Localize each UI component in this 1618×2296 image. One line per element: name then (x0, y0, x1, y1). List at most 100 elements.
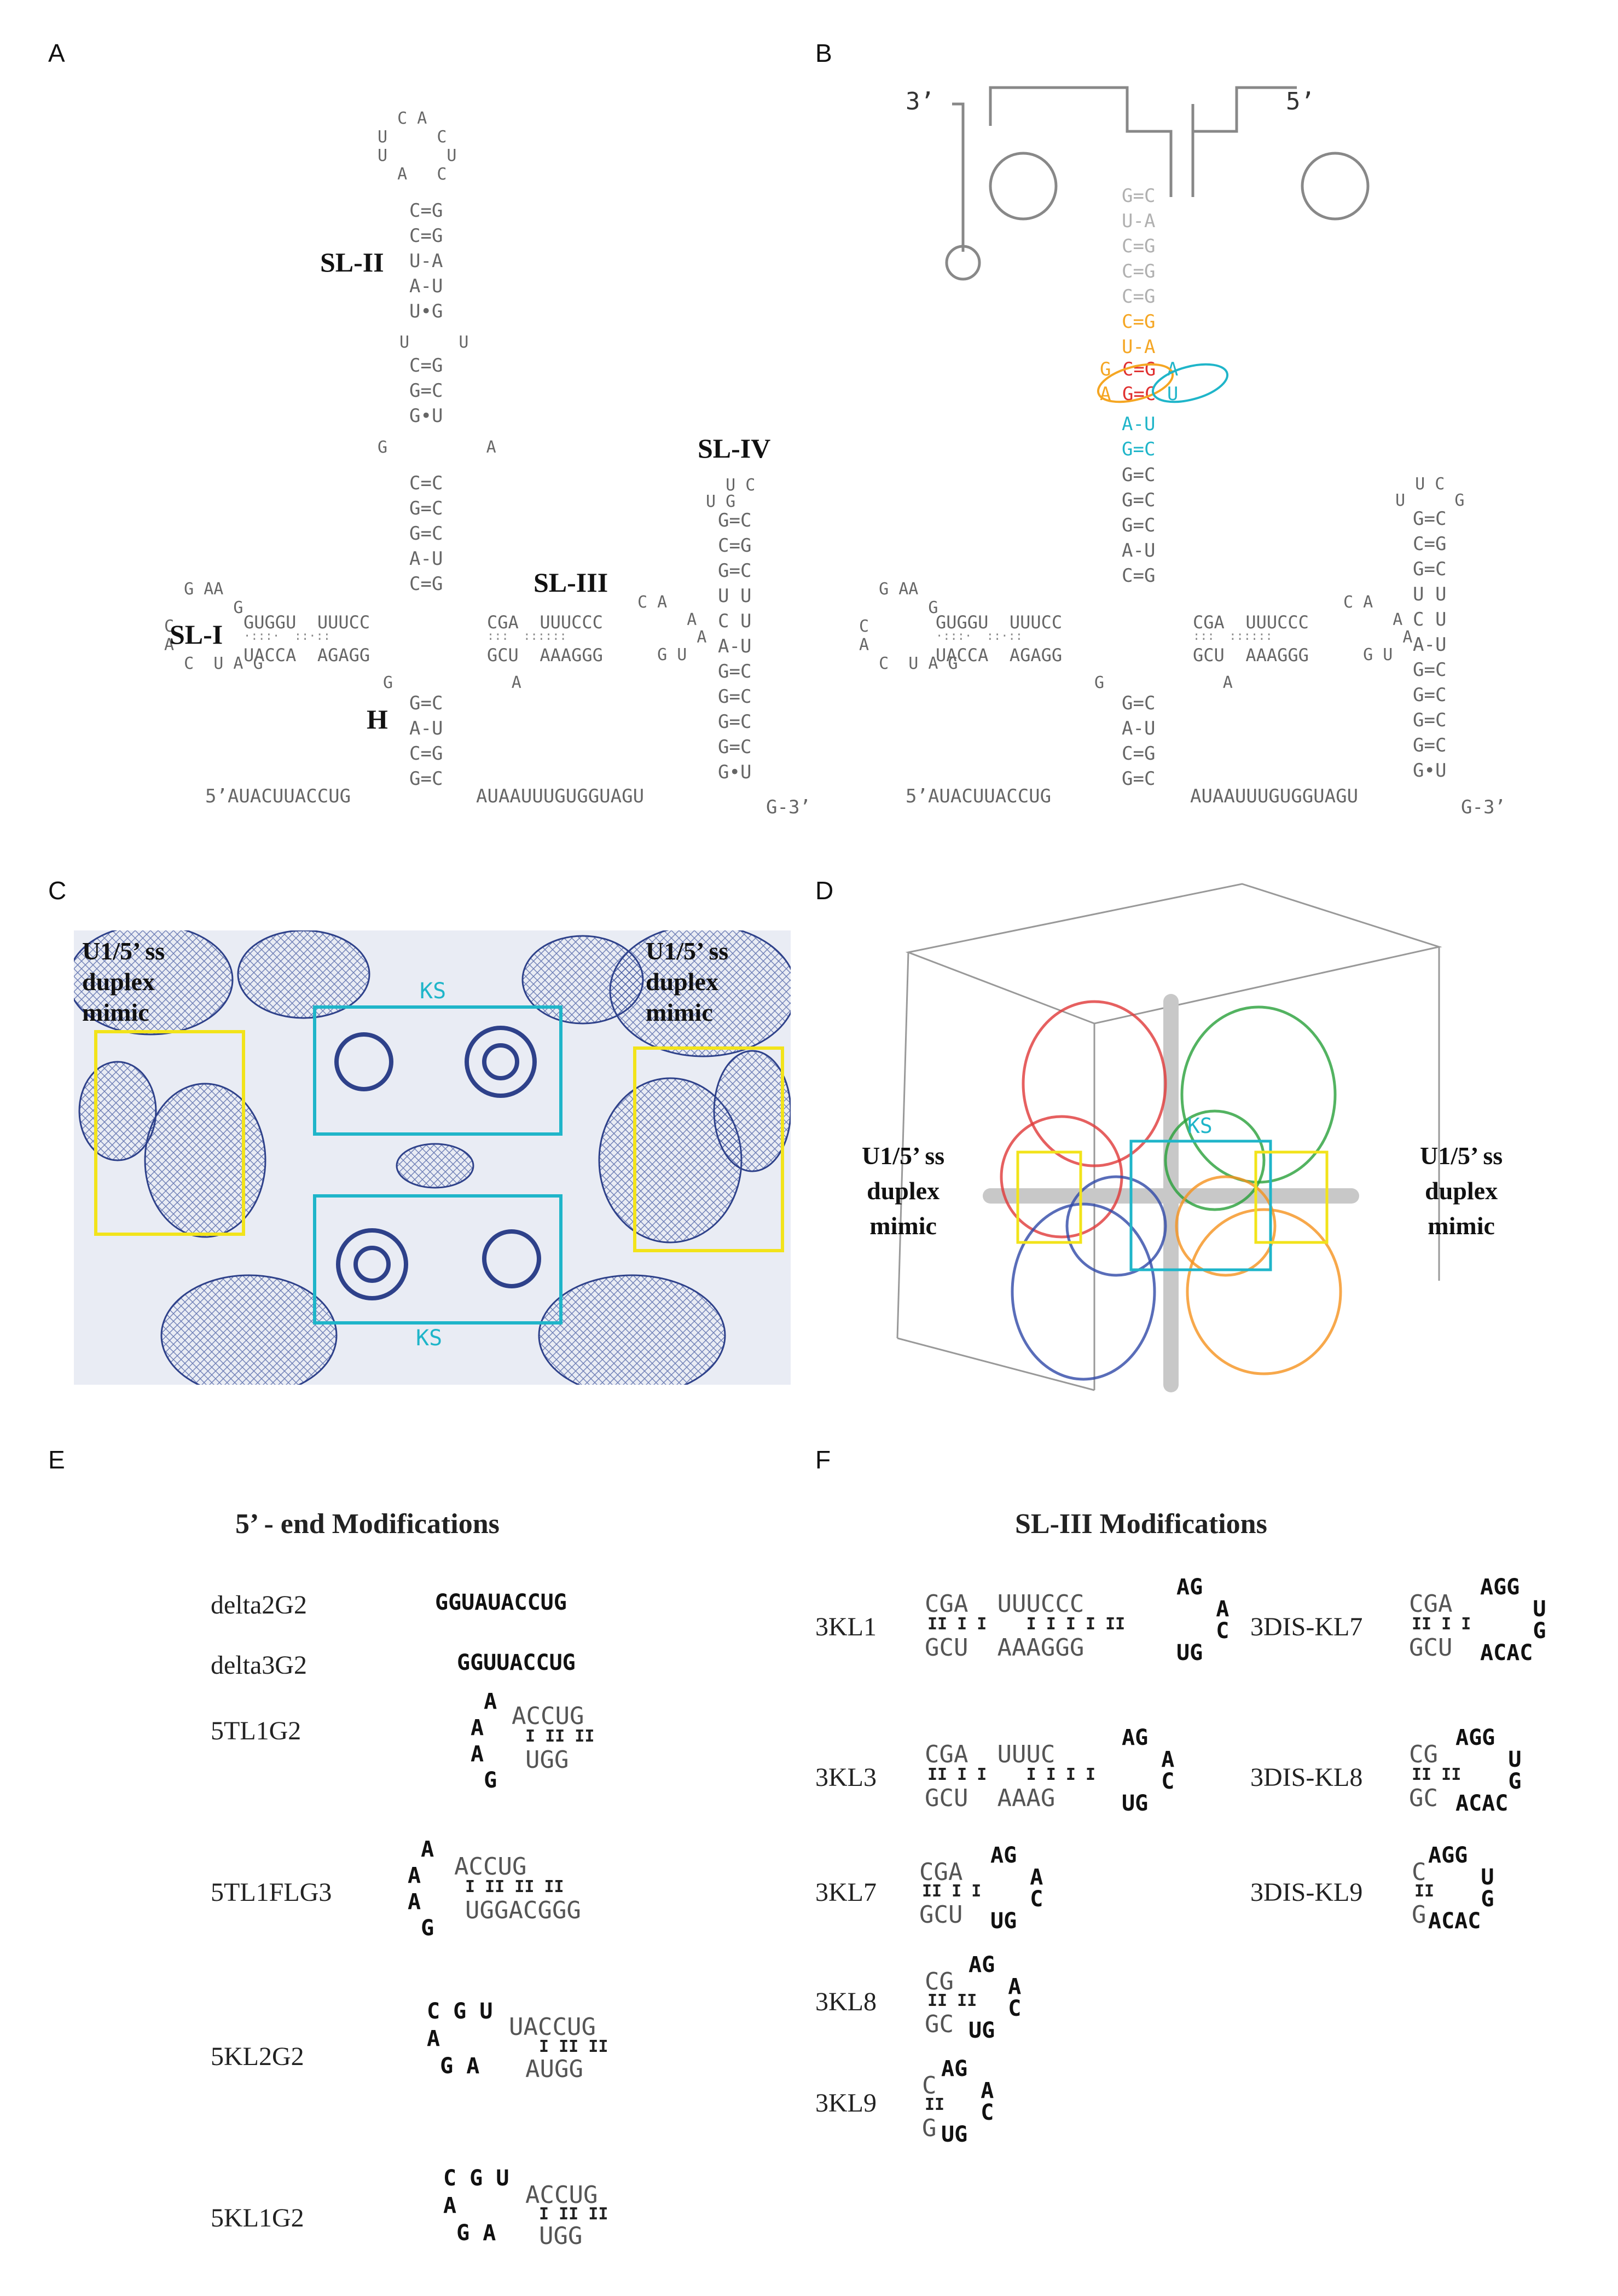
panel-letter-a: A (48, 39, 65, 67)
f-top-3dis-kl7: CGA (1409, 1590, 1453, 1618)
sl3-bot: GCU AAAGGG (487, 645, 603, 666)
panel-e-title: 5’ - end Modifications (235, 1508, 500, 1540)
e-name-5tl1g2: 5TL1G2 (211, 1716, 301, 1745)
sl1-bot: UACCA AGAGG (243, 645, 370, 666)
b-sl4-stem: G=C C=G G=C U U C U A-U G=C G=C G=C G=C … (1413, 508, 1447, 782)
seq-middle: AUAAUUUGUGGUAGU (476, 785, 645, 807)
panel-d: KS U1/5’ ss duplex mimic U1/5’ ss duplex… (810, 865, 1618, 1412)
label-sl4: SL-IV (698, 433, 771, 464)
b-sl3-pairs: ::: :::::: (1193, 629, 1273, 643)
e-top-5tl1flg3: ACCUG (454, 1853, 527, 1881)
sl3-loop: C A A A G U (637, 593, 707, 664)
label-h: H (367, 704, 388, 735)
f-name-3kl9: 3KL9 (815, 2089, 877, 2118)
f-bot-3kl1: GCU AAAGGG (925, 1634, 1085, 1662)
h-stem: G=C A-U C=G G=C (409, 692, 443, 790)
b-sl3-top: CGA UUUCCC (1193, 612, 1309, 633)
b-seq-5prime: 5’AUACUUACCUG (906, 785, 1052, 807)
b-sl3-loop: C A A A G U (1343, 593, 1413, 664)
f-bot-3kl7: GCU (919, 1901, 963, 1929)
e-top-5tl1g2: ACCUG (512, 1702, 584, 1730)
f-loop-3dis-kl9: AGG U G ACAC (1428, 1843, 1494, 1934)
label-sl3: SL-III (533, 567, 608, 598)
seq-3prime: G-3’ (766, 796, 811, 818)
sl2-bulge-u: U U (399, 333, 469, 352)
f-top-3kl7: CGA (919, 1858, 963, 1886)
b-stem-cyan: A-U G=C (1122, 413, 1156, 460)
e-loop-5tl1g2: A A A G (471, 1689, 497, 1793)
d-label-mimic-right: U1/5’ ss duplex mimic (1420, 1142, 1503, 1240)
b-h-bulge: G A (1094, 673, 1233, 692)
c-label-mimic-right: U1/5’ ss duplex mimic (646, 937, 729, 1026)
e-pairs-5kl2g2: I II II (539, 2037, 608, 2056)
e-name-5kl1g2: 5KL1G2 (211, 2204, 304, 2233)
b-seq-middle: AUAAUUUGUGGUAGU (1190, 785, 1359, 807)
f-name-3kl1: 3KL1 (815, 1612, 877, 1641)
f-name-3kl3: 3KL3 (815, 1763, 877, 1792)
sl2-stem-lower: C=G G=C G•U (409, 355, 443, 427)
f-name-3dis-kl8: 3DIS-KL8 (1250, 1763, 1363, 1792)
b-sl1-top: GUGGU UUUCC (936, 612, 1063, 633)
b-kiss-loops (1097, 363, 1229, 403)
b-h-stem: G=C A-U C=G G=C (1122, 692, 1156, 790)
b-stem-lower: G=C G=C G=C A-U C=G (1122, 464, 1156, 587)
f-loop-3kl7: AG A C UG (990, 1843, 1043, 1934)
panel-b-schematic (945, 86, 1370, 281)
f-top-3kl1: CGA UUUCCC (925, 1590, 1085, 1618)
panel-f-title: SL-III Modifications (1015, 1508, 1267, 1540)
b-kiss-top: G C=G A (1100, 358, 1179, 380)
c-label-ks-top: KS (420, 979, 446, 1004)
b-stem-gray: G=C U-A C=G C=G C=G (1122, 185, 1156, 308)
panel-c-density-map: KS KS U1/5’ ss duplex mimic U1/5’ ss dup… (74, 930, 791, 1385)
e-loop-5tl1flg3: A A A G (408, 1837, 434, 1941)
d-unit-cell (896, 883, 1442, 1392)
e-name-delta2g2: delta2G2 (211, 1591, 307, 1620)
sl2-loop: C A U C U U A C (378, 109, 457, 184)
e-bot-5kl1g2: UGG (539, 2222, 583, 2250)
f-bot-3dis-kl7: GCU (1409, 1634, 1453, 1662)
sl4-stem: G=C C=G G=C U U C U A-U G=C G=C G=C G=C … (718, 510, 752, 783)
panel-a: C A U C U U A C SL-II C=G C=G U-A A-U U•… (0, 0, 811, 832)
f-name-3dis-kl7: 3DIS-KL7 (1250, 1612, 1363, 1641)
panel-letter-e: E (48, 1445, 65, 1474)
f-loop-3kl1: AG A C UG (1176, 1575, 1230, 1665)
b-seq-3prime: G-3’ (1461, 796, 1506, 818)
f-top-3dis-kl8: CG (1409, 1740, 1438, 1768)
f-name-3kl7: 3KL7 (815, 1878, 877, 1907)
e-loop-5kl1g2: C G U A G A (443, 2166, 509, 2246)
panel-b: 3’ 5’ G=C U-A C=G C=G C=G C=G U-A G C=G … (810, 0, 1618, 832)
e-top-5kl1g2: ACCUG (525, 2181, 598, 2209)
f-loop-3kl8: AG A C UG (969, 1952, 1022, 2043)
b-sl1-pairs: ·:::· ::·:: (936, 629, 1023, 643)
sl1-pairs: ·:::· ::·:: (243, 629, 330, 643)
sl2-stem-upper: C=G C=G U-A A-U U•G (409, 200, 443, 322)
e-name-5kl2g2: 5KL2G2 (211, 2042, 304, 2071)
f-bot-3dis-kl9: G (1412, 1901, 1426, 1929)
f-bot-3kl8: GC (925, 2010, 954, 2038)
f-pairs-3dis-kl9: II (1414, 1882, 1435, 1901)
d-label-ks: KS (1187, 1114, 1213, 1138)
e-name-delta3g2: delta3G2 (211, 1651, 307, 1680)
e-pairs-5tl1flg3: I II II II (465, 1877, 564, 1896)
f-name-3kl8: 3KL8 (815, 1987, 877, 2016)
e-pairs-5tl1g2: I II II (525, 1727, 595, 1746)
b-sl3-bot: GCU AAAGGG (1193, 645, 1309, 666)
f-pairs-3kl3: II I I I I I I (927, 1765, 1096, 1784)
density-mesh (74, 930, 791, 1385)
e-bot-5tl1flg3: UGGACGGG (465, 1896, 581, 1924)
e-pairs-5kl1g2: I II II (539, 2205, 608, 2224)
f-top-3dis-kl9: C (1412, 1858, 1426, 1886)
f-pairs-3kl1: II I I I I I I II (927, 1615, 1126, 1634)
f-bot-3kl3: GCU AAAG (925, 1784, 1056, 1812)
panel-letter-f: F (815, 1445, 831, 1474)
f-pairs-3kl7: II I I (922, 1882, 982, 1901)
f-pairs-3kl9: II (925, 2095, 945, 2114)
sl4-loop: U C U G (706, 476, 756, 511)
e-seq-delta3g2: GGUUACCUG (457, 1650, 576, 1675)
e-bot-5tl1g2: UGG (525, 1746, 569, 1774)
label-sl1: SL-I (170, 619, 223, 650)
f-bot-3dis-kl8: GC (1409, 1784, 1438, 1812)
central-stem: C=C G=C G=C A-U C=G (409, 472, 443, 595)
sl1-top: GUGGU UUUCC (243, 612, 370, 633)
f-name-3dis-kl9: 3DIS-KL9 (1250, 1878, 1363, 1907)
